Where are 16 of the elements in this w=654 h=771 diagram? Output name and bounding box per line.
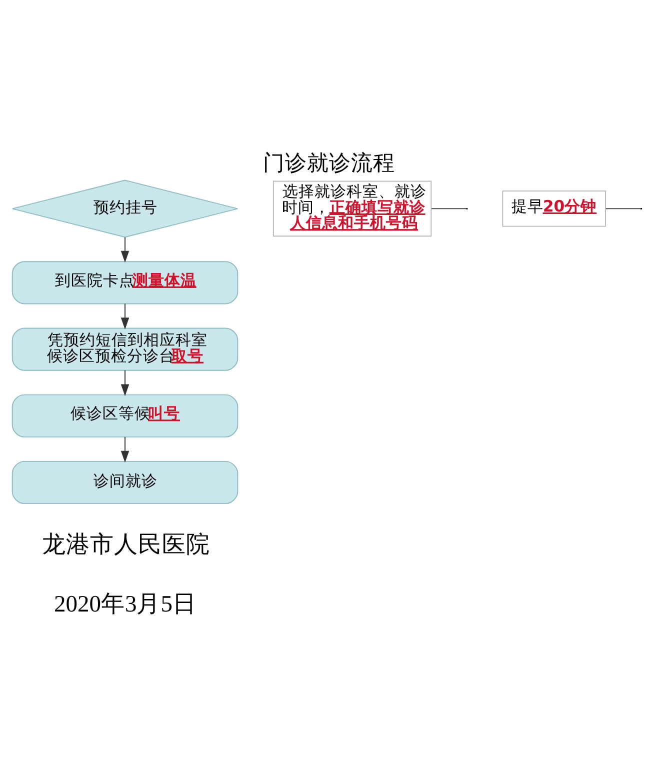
node-box: 候诊区等候叫号 <box>12 394 238 437</box>
node-box: 凭预约短信到相应科室候诊区预检分诊台取号 <box>12 327 238 370</box>
arrow <box>120 436 130 462</box>
connector <box>431 208 467 209</box>
label: 2020年3月5日 <box>54 591 196 618</box>
node-box: 选择就诊科室、就诊时间，正确填写就诊人信息和手机号码 <box>272 180 432 236</box>
node-box: 诊间就诊 <box>12 460 238 504</box>
node-box: 提早20分钟 <box>502 190 606 226</box>
node-box: 到医院卡点测量体温 <box>12 260 238 304</box>
diagram-title: 门诊就诊流程 <box>262 150 395 176</box>
arrow <box>120 369 130 396</box>
arrow <box>120 302 130 329</box>
arrow <box>120 236 130 262</box>
node-diamond: 预约挂号 <box>12 179 238 238</box>
connector <box>605 208 642 209</box>
label: 龙港市人民医院 <box>42 531 210 558</box>
